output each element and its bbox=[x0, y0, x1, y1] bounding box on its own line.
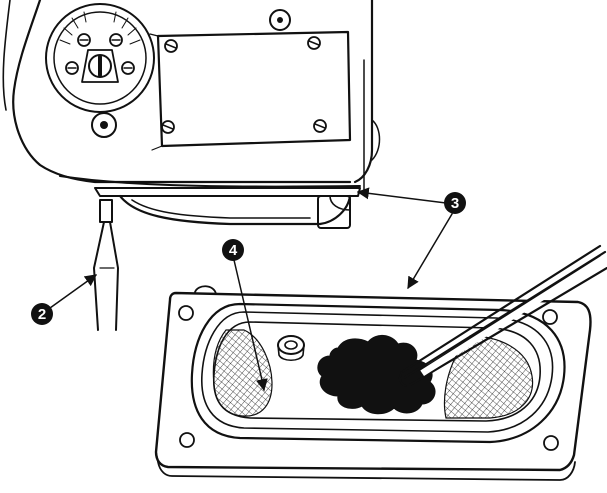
tweezers bbox=[398, 244, 607, 387]
callout-3-label: 3 bbox=[451, 195, 459, 212]
callout-2: 2 bbox=[31, 303, 53, 325]
filter-mesh-left bbox=[212, 329, 273, 417]
leader-3-tray bbox=[407, 213, 453, 290]
filter-boss bbox=[277, 335, 305, 362]
cover-plate bbox=[149, 9, 352, 151]
dial-gauge bbox=[45, 3, 155, 113]
dirt-sludge bbox=[317, 335, 436, 415]
callout-4-label: 4 bbox=[229, 242, 238, 259]
callout-3: 3 bbox=[444, 192, 466, 214]
leader-3-housing bbox=[356, 187, 447, 204]
oil-plug bbox=[91, 112, 117, 138]
callout-2-label: 2 bbox=[38, 306, 46, 323]
filter-mesh-right bbox=[443, 335, 534, 419]
machine-body bbox=[2, 0, 381, 197]
leader-2 bbox=[49, 274, 97, 309]
screwdriver bbox=[93, 199, 119, 331]
oil-pan bbox=[118, 194, 352, 229]
callout-4: 4 bbox=[222, 239, 244, 261]
leader-4-end bbox=[255, 378, 268, 392]
filter-tray bbox=[154, 285, 592, 481]
leader-4 bbox=[233, 259, 263, 381]
leader-lines bbox=[49, 187, 453, 392]
